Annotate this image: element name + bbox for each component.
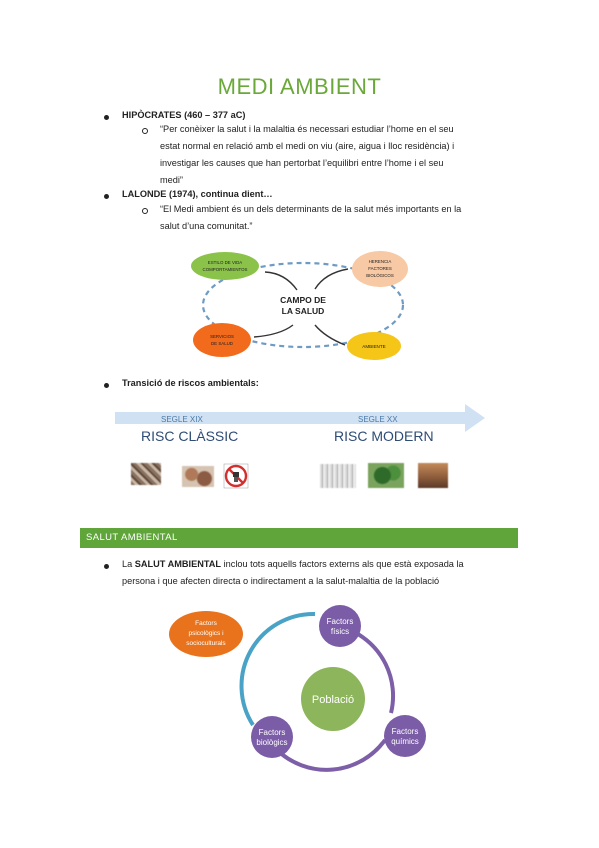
hipocrates-heading: HIPÒCRATES (460 – 377 aC)	[122, 110, 246, 120]
quimics-label-1: Factors	[392, 727, 419, 736]
node-factors-psicologics	[169, 611, 243, 657]
paragraph-line-1: La SALUT AMBIENTAL inclou tots aquells f…	[122, 556, 522, 573]
poblacio-label: Població	[312, 694, 354, 706]
paragraph-line-2: persona i que afecten directa o indirect…	[122, 576, 440, 586]
herencia-label-3: BIOLÓGICOS	[366, 273, 394, 278]
arc-fisics-quimics	[349, 628, 395, 714]
left-century: SEGLE XIX	[161, 415, 203, 424]
risk-transition-arrow: SEGLE XIX SEGLE XX RISC CLÀSSIC RISC MOD…	[115, 404, 485, 444]
quote-line: medi”	[160, 175, 183, 185]
servicios-label-2: DE SALUD	[211, 341, 233, 346]
node-factors-quimics	[384, 715, 426, 757]
bullet-dot	[104, 194, 109, 199]
paragraph-line-1-rest: inclou tots aquells factors externs als …	[221, 559, 464, 569]
thumbnail-classic-2	[182, 466, 214, 487]
thumbnail-classic-1	[131, 463, 161, 485]
quote-line: “Per conèixer la salut i la malaltia és …	[160, 124, 454, 134]
paragraph-bold-term: SALUT AMBIENTAL	[134, 559, 222, 569]
node-estilo-vida	[191, 252, 259, 280]
bullet-dot	[104, 564, 109, 569]
hipocrates-quote: “Per conèixer la salut i la malaltia és …	[160, 121, 515, 189]
arc-biologics-fisics	[239, 611, 316, 727]
servicios-label-1: SERVICIOS	[210, 334, 234, 339]
no-water-sign-icon	[223, 463, 249, 489]
salut-ambiental-paragraph: La SALUT AMBIENTAL inclou tots aquells f…	[122, 556, 522, 590]
transicio-heading: Transició de riscos ambientals:	[122, 378, 259, 388]
herencia-label-2: FACTORES	[368, 266, 392, 271]
psico-label-1: Factors	[195, 620, 217, 627]
fisics-label-1: Factors	[327, 617, 354, 626]
node-ambiente	[347, 332, 401, 360]
quimics-label-2: químics	[391, 737, 419, 746]
dashed-cycle-ring	[201, 261, 405, 349]
poblacio-circle	[301, 667, 365, 731]
quote-line: investigar les causes que han pertorbat …	[160, 158, 444, 168]
bullet-dot	[104, 115, 109, 120]
sub-bullet-circle	[142, 128, 148, 134]
fisics-label-2: físics	[331, 627, 349, 636]
arrow-servicios	[253, 324, 294, 338]
section-header-salut-ambiental: SALUT AMBIENTAL	[80, 528, 518, 548]
quote-line: estat normal en relació amb el medi on v…	[160, 141, 455, 151]
node-servicios-salud	[193, 323, 251, 357]
right-century: SEGLE XX	[358, 415, 398, 424]
lalonde-heading: LALONDE (1974), continua dient…	[122, 189, 273, 199]
psico-label-2: psicològics i	[188, 630, 223, 637]
estilo-label-2: COMPORTAMIENTOS	[203, 267, 248, 272]
center-label-2: LA SALUD	[282, 306, 325, 316]
node-herencia	[352, 251, 408, 287]
arrow-ambiente	[314, 324, 346, 346]
node-factors-biologics	[251, 716, 293, 758]
thumbnail-modern-2	[368, 463, 404, 488]
factors-diagram: Població Factors físics Factors químics …	[169, 605, 426, 772]
ambiente-label: AMBIENTE	[362, 344, 385, 349]
biologics-label-1: Factors	[259, 728, 286, 737]
campo-salud-diagram: CAMPO DE LA SALUD ESTILO DE VIDA COMPORT…	[191, 251, 408, 360]
herencia-label-1: HERENCIA	[369, 259, 392, 264]
arrow-herencia	[314, 268, 349, 290]
estilo-label-1: ESTILO DE VIDA	[208, 260, 242, 265]
arrow-estilo	[264, 271, 298, 291]
timeline-arrow	[115, 404, 485, 432]
arc-quimics-biologics	[275, 738, 387, 772]
page-title: MEDI AMBIENT	[217, 74, 382, 99]
thumbnail-modern-3	[418, 463, 448, 488]
right-risk-label: RISC MODERN	[334, 428, 434, 444]
center-label-1: CAMPO DE	[280, 295, 326, 305]
paragraph-prefix: La	[122, 559, 135, 569]
sub-bullet-circle	[142, 208, 148, 214]
lalonde-quote: “El Medi ambient és un dels determinants…	[160, 201, 515, 235]
node-factors-fisics	[319, 605, 361, 647]
left-risk-label: RISC CLÀSSIC	[141, 428, 238, 444]
psico-label-3: socioculturals	[186, 640, 226, 647]
thumbnail-modern-1	[320, 464, 356, 488]
quote-line: salut d’una comunitat.”	[160, 221, 253, 231]
quote-line: “El Medi ambient és un dels determinants…	[160, 204, 462, 214]
biologics-label-2: biològics	[256, 738, 287, 747]
bullet-dot	[104, 383, 109, 388]
